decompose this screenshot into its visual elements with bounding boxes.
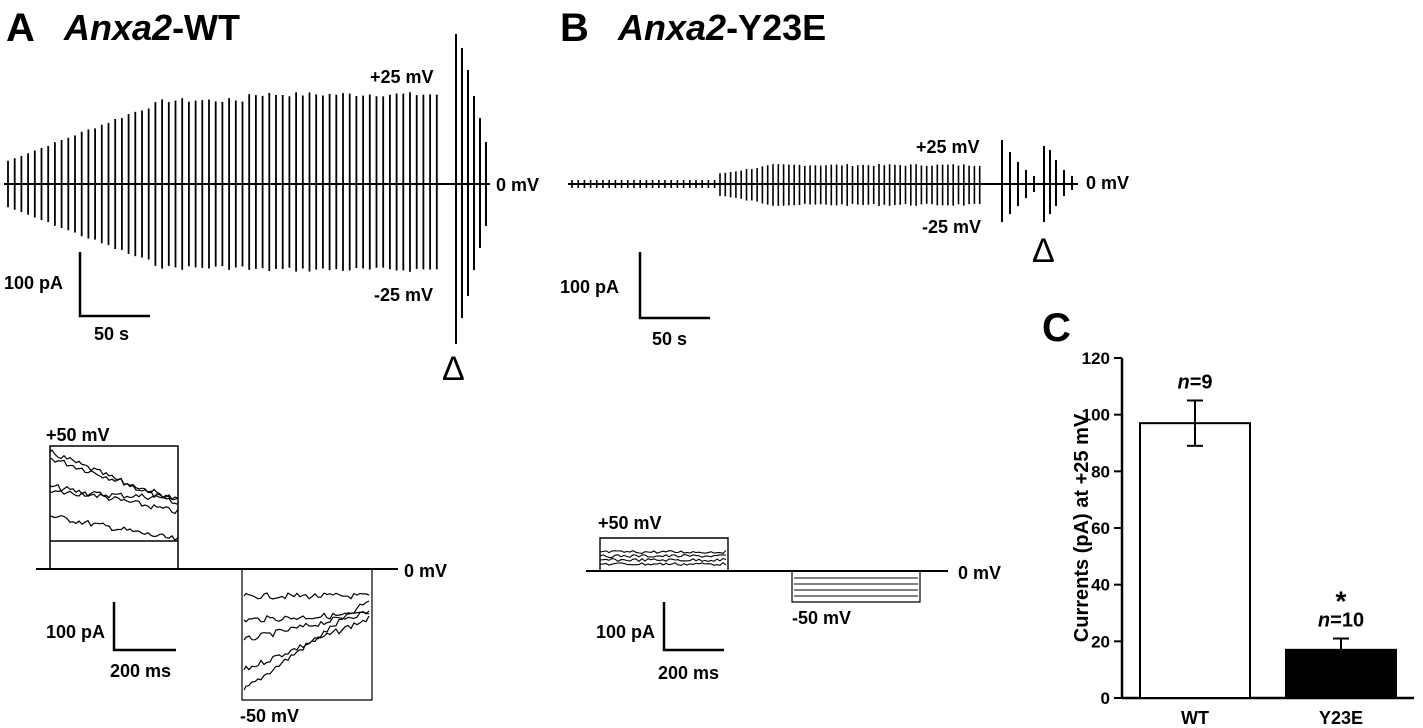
panel-a-step-scale-bar [112,602,176,652]
panel-b-marker: Δ [1032,232,1055,270]
panel-a-label-zero: 0 mV [496,175,540,195]
panel-c-letter: C [1042,306,1071,350]
panel-a-step-sweep [243,592,370,600]
x-tick-label: WT [1181,708,1209,728]
panel-a-gene: Anxa2 [64,7,173,48]
panel-b-scale-current: 100 pA [560,277,620,297]
panel-a-scale-bar [78,252,150,318]
panel-a-letter: A [6,6,35,50]
y-tick-label: 80 [1091,462,1110,481]
panel-a-step-sweep [49,490,179,501]
panel-a-step-sweep [49,457,179,500]
panel-b-step-scale-bar [662,602,724,652]
y-tick-label: 120 [1082,349,1110,368]
panel-a-label-neg: -25 mV [374,285,434,305]
panel-a-step-neg [241,569,373,701]
panel-b-step-sweep [599,557,727,563]
panel-a-step-scale-time: 200 ms [110,661,172,681]
y-tick-label: 40 [1091,576,1110,595]
panel-b-step-label-neg: -50 mV [792,608,852,628]
panel-b-scale-bar [638,252,710,320]
panel-b-step-sweep [599,553,727,559]
panel-a-step-sweep [49,514,179,542]
y-tick-label: 20 [1091,632,1110,651]
panel-b-step-scale-time: 200 ms [658,663,720,683]
panel-a-step-scale-current: 100 pA [46,622,106,642]
panel-a-label-pos: +25 mV [370,67,434,87]
bar [1139,422,1251,699]
panel-b-step-neg [791,571,921,603]
y-tick-label: 60 [1091,519,1110,538]
panel-a-step-sweep [243,611,370,623]
y-tick-label: 100 [1082,406,1110,425]
panel-a-title: Anxa2-WT [64,10,240,46]
panel-a-variant: -WT [172,7,241,48]
panel-b-label-pos: +25 mV [916,137,980,157]
panel-b-title: Anxa2-Y23E [618,10,826,46]
panel-a-step-label-zero: 0 mV [404,561,448,581]
panel-a-step-label-neg: -50 mV [240,706,300,726]
y-axis-label: Currents (pA) at +25 mV [1071,413,1093,642]
significance-mark: * [1336,586,1347,617]
panel-a-step-sweep [243,615,370,671]
panel-b-label-zero: 0 mV [1086,173,1130,193]
panel-b-gene: Anxa2 [618,7,727,48]
panel-b-step-sweep [599,561,727,566]
panel-a-step-sweep [49,449,179,505]
panel-a-step-sweep [243,600,370,691]
panel-b-variant: -Y23E [726,7,827,48]
n-label: n=10 [1318,610,1364,632]
bar [1285,648,1397,699]
panel-a-scale-current: 100 pA [4,273,64,293]
panel-b-letter: B [560,6,589,50]
panel-b-step-label-pos: +50 mV [598,513,662,533]
panel-b-scale-time: 50 s [652,329,688,349]
n-label: n=9 [1177,372,1212,394]
y-tick-label: 0 [1101,689,1110,708]
panel-b-step-sweep [599,550,727,555]
panel-b-step-pos [599,537,729,571]
panel-a-step-pos [49,445,179,569]
panel-a-step-label-pos: +50 mV [46,425,110,445]
panel-a-step-sweep [243,610,370,641]
panel-b-step-scale-current: 100 pA [596,622,656,642]
panel-a-marker: Δ [442,350,465,388]
panel-a-scale-time: 50 s [94,324,130,344]
panel-b-step-label-zero: 0 mV [958,563,1002,583]
panel-a-step-sweep [49,484,179,515]
panel-b-label-neg: -25 mV [922,217,982,237]
x-tick-label: Y23E [1319,708,1363,728]
